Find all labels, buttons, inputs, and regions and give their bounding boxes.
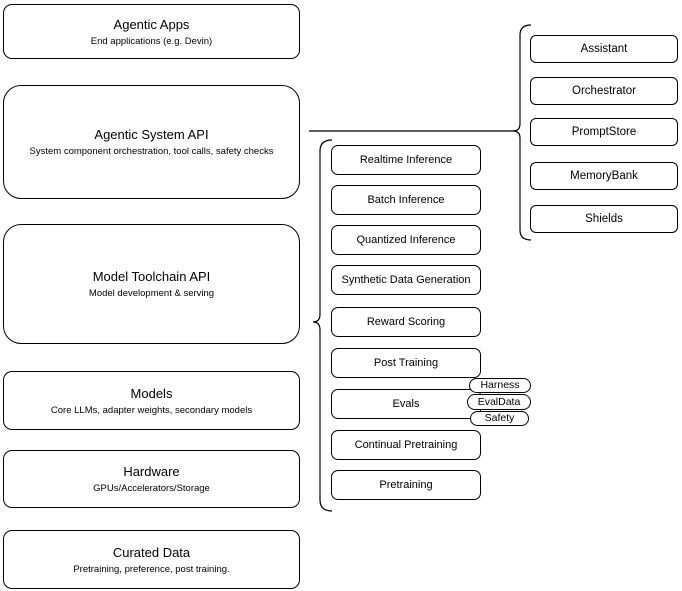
node-shields: Shields: [530, 205, 678, 233]
node-batch-inference: Batch Inference: [331, 185, 481, 215]
node-curated-data: Curated Data Pretraining, preference, po…: [3, 530, 300, 589]
node-agentic-system-api: Agentic System API System component orch…: [3, 85, 300, 199]
node-synthetic-data-generation: Synthetic Data Generation: [331, 265, 481, 295]
tag-harness: Harness: [469, 378, 531, 393]
node-quantized-inference: Quantized Inference: [331, 225, 481, 255]
node-realtime-inference: Realtime Inference: [331, 145, 481, 175]
node-subtitle: GPUs/Accelerators/Storage: [93, 483, 210, 494]
node-title: Curated Data: [112, 544, 191, 560]
node-assistant: Assistant: [530, 35, 678, 63]
toolchain-brace: [312, 139, 333, 512]
node-post-training: Post Training: [331, 348, 481, 378]
node-models: Models Core LLMs, adapter weights, secon…: [3, 371, 300, 430]
components-brace: [512, 24, 532, 241]
node-evals: Evals: [331, 389, 481, 419]
node-subtitle: End applications (e.g. Devin): [90, 35, 213, 47]
node-pretraining: Pretraining: [331, 470, 481, 500]
node-agentic-apps: Agentic Apps End applications (e.g. Devi…: [3, 4, 300, 59]
node-title: Models: [130, 385, 173, 401]
node-subtitle: Model development & serving: [88, 288, 215, 299]
node-title: Hardware: [123, 464, 180, 479]
node-promptstore: PromptStore: [530, 118, 678, 146]
node-orchestrator: Orchestrator: [530, 77, 678, 105]
node-model-toolchain-api: Model Toolchain API Model development & …: [3, 224, 300, 344]
node-title: Agentic System API: [94, 127, 209, 142]
tag-safety: Safety: [470, 411, 529, 426]
node-title: Agentic Apps: [113, 16, 190, 32]
node-hardware: Hardware GPUs/Accelerators/Storage: [3, 450, 300, 508]
node-subtitle: Core LLMs, adapter weights, secondary mo…: [50, 404, 253, 416]
node-subtitle: System component orchestration, tool cal…: [29, 146, 274, 157]
node-continual-pretraining: Continual Pretraining: [331, 430, 481, 460]
node-subtitle: Pretraining, preference, post training.: [73, 563, 230, 575]
node-reward-scoring: Reward Scoring: [331, 307, 481, 337]
tag-evaldata: EvalData: [467, 394, 531, 410]
node-title: Model Toolchain API: [92, 269, 211, 284]
node-memorybank: MemoryBank: [530, 162, 678, 190]
